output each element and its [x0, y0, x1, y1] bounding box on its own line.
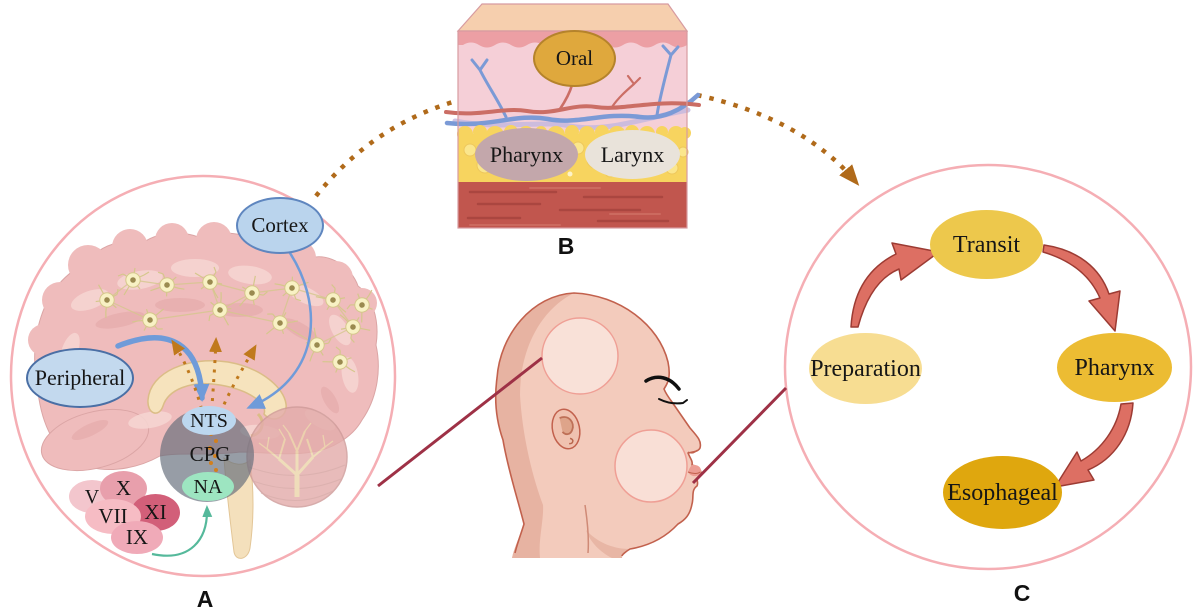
- cranial-nerve-ix-label: IX: [111, 521, 163, 554]
- arrow-pharynx-to-esophageal: [1054, 402, 1134, 488]
- cortex-label: Cortex: [236, 197, 324, 254]
- cranial-nerves-to-na-arrow: [151, 505, 213, 557]
- stage-esophageal: Esophageal: [943, 456, 1062, 529]
- larynx-tissue-label: Larynx: [585, 130, 680, 179]
- peripheral-label: Peripheral: [26, 348, 134, 408]
- cpg-label: CPG: [189, 441, 231, 466]
- na-label: NA: [182, 472, 234, 501]
- stage-pharynx: Pharynx: [1057, 333, 1172, 402]
- neuron-network: [85, 265, 384, 384]
- closed-eye-lash: [658, 398, 688, 405]
- panel-a-circle: [9, 174, 397, 578]
- panel-c-circle: [783, 163, 1193, 571]
- head-cranium-circle: [541, 317, 619, 395]
- head-outline: [494, 292, 702, 557]
- brain-illustration: [28, 222, 384, 559]
- nts-label: NTS: [182, 406, 236, 435]
- oral-label: Oral: [533, 30, 616, 87]
- arrow-preparation-to-transit: [850, 242, 940, 328]
- cortex-to-nts-arrow: [246, 249, 313, 409]
- panel-a-letter: A: [196, 586, 214, 611]
- head-jaw-circle: [614, 429, 688, 503]
- panel-b-letter: B: [557, 233, 575, 259]
- arrow-transit-to-pharynx: [1042, 244, 1121, 332]
- dotted-arc-b-to-c: [696, 92, 860, 186]
- eyebrow: [644, 375, 681, 391]
- connector-line-head-to-c: [691, 386, 788, 485]
- connector-line-a-to-head: [377, 356, 543, 488]
- ascending-dotted-arrows: [171, 337, 257, 423]
- muscle-layer: [458, 182, 687, 228]
- pharynx-tissue-label: Pharynx: [475, 128, 578, 181]
- ear: [551, 408, 581, 450]
- head-illustration: [494, 292, 702, 558]
- stage-preparation: Preparation: [809, 333, 922, 404]
- stage-transit: Transit: [930, 210, 1043, 279]
- dotted-arc-a-to-b: [314, 98, 457, 198]
- panel-c-letter: C: [1013, 580, 1031, 606]
- cerebellum: [246, 406, 348, 508]
